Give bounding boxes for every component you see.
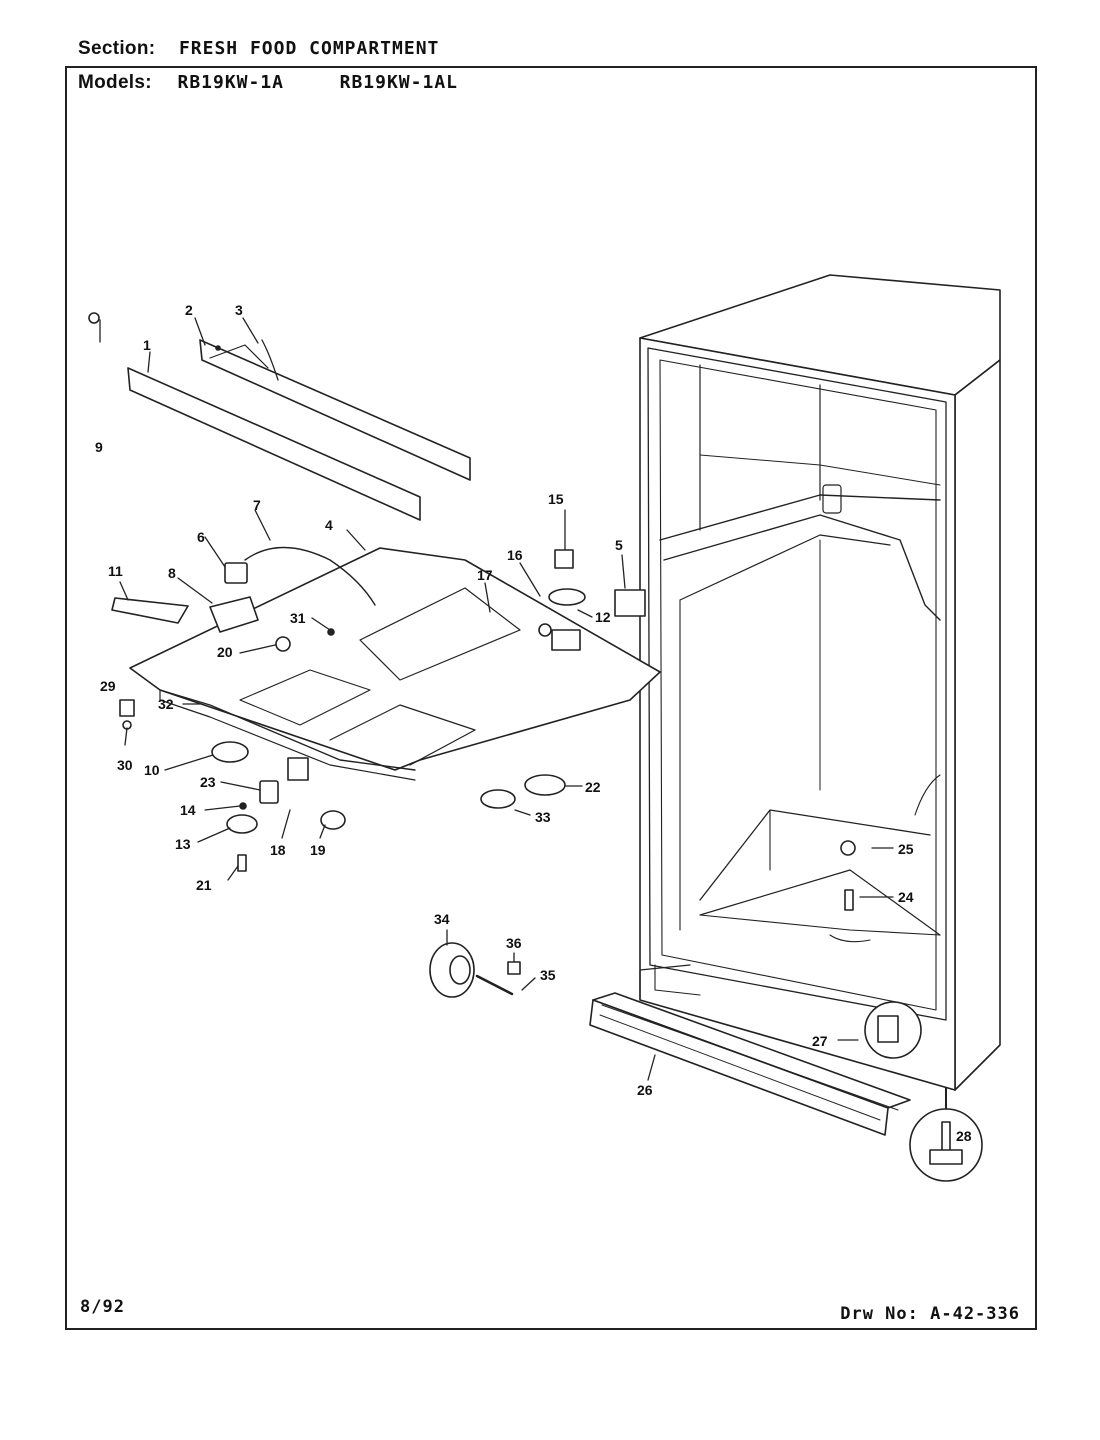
cabinet-floor: [129, 547, 661, 781]
revision-date: 8/92: [80, 1297, 125, 1317]
models-header: Models: RB19KW-1A RB19KW-1AL: [78, 72, 458, 94]
part-label-22: 22: [585, 779, 601, 795]
part-label-8: 8: [168, 565, 176, 581]
detail-callouts: [864, 1001, 983, 1182]
part-label-21: 21: [196, 877, 212, 893]
part-label-23: 23: [200, 774, 216, 790]
part-label-7: 7: [253, 497, 261, 513]
part-label-11: 11: [108, 563, 123, 579]
part-label-34: 34: [434, 911, 450, 927]
model-1: RB19KW-1A: [177, 72, 285, 93]
grille-assembly: [589, 992, 911, 1136]
part-label-10: 10: [144, 762, 160, 778]
part-label-35: 35: [540, 967, 556, 983]
section-value: FRESH FOOD COMPARTMENT: [178, 38, 440, 59]
part-label-36: 36: [506, 935, 522, 951]
section-label: Section:: [78, 38, 156, 59]
part-label-14: 14: [180, 802, 196, 818]
part-label-5: 5: [615, 537, 623, 553]
part-label-17: 17: [477, 567, 493, 583]
part-label-24: 24: [898, 889, 914, 905]
part-label-31: 31: [290, 610, 306, 626]
leader-lines: [99, 317, 894, 1081]
part-label-28: 28: [956, 1128, 972, 1144]
part-label-26: 26: [637, 1082, 653, 1098]
part-label-27: 27: [812, 1033, 828, 1049]
loose-parts: [88, 312, 856, 911]
part-label-15: 15: [548, 491, 564, 507]
rails: [127, 339, 471, 521]
part-label-4: 4: [325, 517, 333, 533]
part-label-25: 25: [898, 841, 914, 857]
part-label-20: 20: [217, 644, 233, 660]
refrigerator-cabinet: [639, 274, 1001, 1091]
part-label-33: 33: [535, 809, 551, 825]
diagram-frame: [65, 66, 1037, 1330]
part-label-19: 19: [310, 842, 326, 858]
roller-assembly: [429, 942, 521, 998]
part-label-3: 3: [235, 302, 243, 318]
part-number-labels: 1 2 3 4 5 6 7 8 9 10 11 12 13 14 15 16 1…: [95, 302, 972, 1144]
part-label-18: 18: [270, 842, 286, 858]
part-label-12: 12: [595, 609, 611, 625]
part-label-29: 29: [100, 678, 116, 694]
part-label-2: 2: [185, 302, 193, 318]
part-label-9: 9: [95, 439, 103, 455]
part-label-1: 1: [143, 337, 151, 353]
section-header: Section: FRESH FOOD COMPARTMENT: [78, 38, 439, 60]
part-label-6: 6: [197, 529, 205, 545]
model-2: RB19KW-1AL: [339, 72, 458, 93]
part-label-32: 32: [158, 696, 174, 712]
part-label-13: 13: [175, 836, 191, 852]
models-label: Models:: [78, 72, 152, 93]
wiring-parts: [111, 546, 376, 633]
part-label-30: 30: [117, 757, 133, 773]
drawing-number: Drw No: A-42-336: [840, 1304, 1020, 1324]
part-label-16: 16: [507, 547, 523, 563]
light-parts: [538, 549, 646, 651]
